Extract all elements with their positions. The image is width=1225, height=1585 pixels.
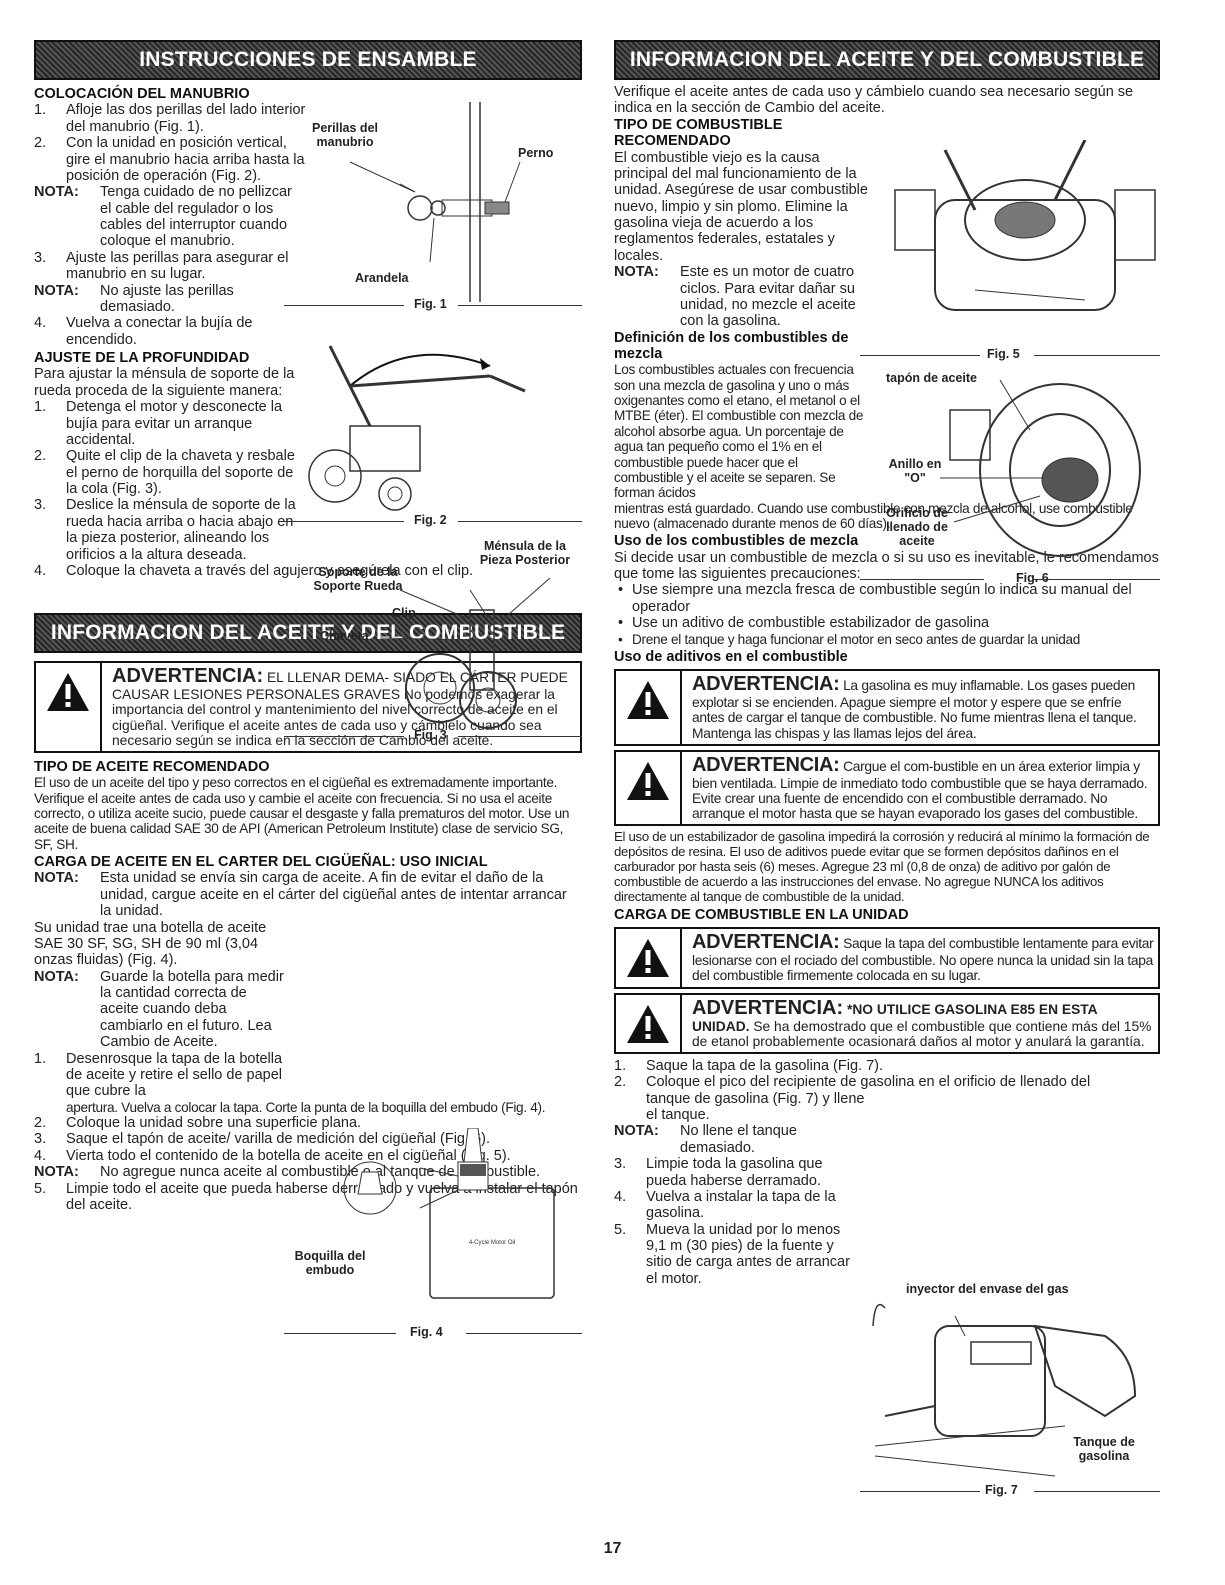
list-item: 1.Desenrosque la tapa de la botella de a…	[34, 1050, 283, 1100]
warning-triangle-icon	[627, 939, 669, 978]
left-column: INSTRUCCIONES DE ENSAMBLE COLOCACIÓN DEL…	[34, 40, 582, 1213]
warning-triangle-icon	[627, 1004, 669, 1043]
warning-triangle-icon	[627, 761, 669, 800]
handle-heading: COLOCACIÓN DEL MANUBRIO	[34, 86, 250, 102]
list-item: 4.Coloque la chaveta a través del agujer…	[34, 562, 474, 579]
warning-triangle-icon	[47, 673, 89, 712]
intro-text: Verifique el aceite antes de cada uso y …	[614, 84, 1134, 117]
wheel-bracket-figure	[380, 577, 551, 729]
funnel-label: Boquilla del embudo	[294, 1249, 366, 1277]
list-item: •Use siempre una mezcla fresca de combus…	[618, 582, 1132, 615]
warning-box: ADVERTENCIA: Cargue el com-bustible en u…	[614, 749, 1160, 827]
oil-fuel-banner-right: INFORMACION DEL ACEITE Y DEL COMBUSTIBLE	[614, 40, 1160, 80]
bottle-label-text: 4-Cycle Motor Oil	[469, 1240, 515, 1246]
list-item: 3.Limpie toda la gasolina que pueda habe…	[614, 1156, 823, 1189]
fig7-label: Fig. 7	[985, 1483, 1018, 1497]
additives-heading: Uso de aditivos en el combustible	[614, 648, 848, 665]
warning-triangle-icon	[627, 681, 669, 720]
note: NOTA:No ajuste las perillas demasiado.	[34, 282, 234, 315]
list-item: 5.Limpie todo el aceite que pueda habers…	[34, 1180, 578, 1213]
note: NOTA:Este es un motor de cuatro ciclos. …	[614, 264, 856, 330]
oil-fill-hole-figure	[940, 379, 1141, 557]
list-item: 1.Detenga el motor y desconecte la bujía…	[34, 399, 283, 448]
blend-def-heading: Definición de los combustibles de mezcla	[614, 329, 849, 362]
bottle-text: Su unidad trae una botella de aceite SAE…	[34, 919, 267, 969]
wheel-support-label: Soporte de la Soporte Rueda	[313, 565, 403, 593]
list-item: 3.Ajuste las perillas para asegurar el m…	[34, 249, 289, 283]
list-item-cont: tanque de gasolina (Fig. 7) y llene el t…	[646, 1090, 865, 1124]
tiller-handle-figure	[308, 345, 526, 511]
list-item-cont: apertura. Vuelva a colocar la tapa. Cort…	[66, 1099, 546, 1115]
gas-tank-label: Tanque de gasolina	[1073, 1435, 1135, 1463]
fig3-label: Fig. 3	[414, 728, 447, 742]
warning-box: ADVERTENCIA: EL LLENAR DEMA- SIADO EL CÁ…	[34, 661, 582, 753]
list-item: 4.Vierta todo el contenido de la botella…	[34, 1147, 511, 1164]
depth-intro: Para ajustar la ménsula de soporte de la…	[34, 366, 295, 399]
warning-box: ADVERTENCIA: Saque la tapa del combustib…	[614, 927, 1160, 989]
warning-box: ADVERTENCIA: La gasolina es muy inflamab…	[614, 669, 1160, 746]
list-item: 2.Con la unidad en posición vertical, gi…	[34, 135, 305, 184]
oil-fill-heading: CARGA DE ACEITE EN EL CARTER DEL CIGÜEÑA…	[34, 854, 488, 871]
list-item: 2.Coloque el pico del recipiente de gaso…	[614, 1074, 1091, 1091]
blend-def-text: Los combustibles actuales con frecuencia…	[614, 362, 864, 501]
blend-use-text: Si decide usar un combustible de mezcla …	[614, 549, 1159, 583]
oil-fill-hole-label: Orificio de llenado de aceite	[886, 506, 948, 548]
fig2-label: Fig. 2	[414, 513, 447, 527]
gas-nozzle-label: inyector del envase del gas	[906, 1282, 1069, 1296]
fuel-type-heading: TIPO DE COMBUSTIBLE RECOMENDADO	[614, 116, 783, 150]
clip-label: Clip	[392, 606, 416, 620]
list-item: 1.Saque la tapa de la gasolina (Fig. 7).	[614, 1057, 883, 1074]
note: NOTA:No llene el tanque demasiado.	[614, 1123, 797, 1156]
oil-type-text: El uso de un aceite del tipo y peso corr…	[34, 775, 570, 852]
list-item: 3.Deslice la ménsula de soporte de la ru…	[34, 497, 296, 563]
list-item: 5.Mueva la unidad por lo menos 9,1 m (30…	[614, 1221, 850, 1287]
fig1-label: Fig. 1	[414, 297, 447, 311]
fuel-type-text: El combustible viejo es la causa princip…	[614, 149, 868, 264]
right-column: INFORMACION DEL ACEITE Y DEL COMBUSTIBLE…	[614, 40, 1160, 1287]
oil-cap-label: tapón de aceite	[886, 371, 977, 385]
oil-bottle-figure: 4-Cycle Motor Oil	[343, 1128, 555, 1299]
fig4-label: Fig. 4	[410, 1325, 443, 1339]
note: NOTA:Tenga cuidado de no pellizcar el ca…	[34, 184, 292, 250]
assembly-banner: INSTRUCCIONES DE ENSAMBLE	[34, 40, 582, 80]
list-item: 1.Afloje las dos perillas del lado inter…	[34, 102, 306, 135]
note: NOTA:Esta unidad se envía sin carga de a…	[34, 870, 567, 920]
page-number: 17	[603, 1540, 622, 1557]
fig5-label: Fig. 5	[987, 347, 1020, 361]
list-item: •Drene el tanque y haga funcionar el mot…	[618, 631, 1081, 647]
gas-tank-fill-figure	[872, 1303, 1137, 1477]
list-item: •Use un aditivo de combustible estabiliz…	[618, 615, 990, 632]
knobs-label: Perillas del manubrio	[311, 121, 378, 149]
fig6-label: Fig. 6	[1016, 571, 1049, 585]
o-ring-label: Anillo en "O"	[888, 457, 942, 485]
depth-heading: AJUSTE DE LA PROFUNDIDAD	[34, 350, 250, 366]
note: NOTA:Guarde la botella para medir la can…	[34, 968, 284, 1051]
oil-fuel-banner: INFORMACION DEL ACEITE Y DEL COMBUSTIBLE	[34, 613, 582, 654]
additives-text: El uso de un estabilizador de gasolina i…	[614, 829, 1150, 904]
pin-label: Chaveta	[320, 629, 369, 643]
list-item: 2.Coloque la unidad sobre una superficie…	[34, 1115, 362, 1132]
bolt-label: Perno	[518, 146, 554, 160]
oil-type-heading: TIPO DE ACEITE RECOMENDADO	[34, 758, 270, 775]
rear-bracket-label: Ménsula de la Pieza Posterior	[479, 539, 571, 567]
fuel-fill-heading: CARGA DE COMBUSTIBLE EN LA UNIDAD	[614, 906, 909, 923]
handle-knob-figure	[349, 102, 521, 302]
note: NOTA:No agregue nunca aceite al combusti…	[34, 1164, 541, 1181]
warning-box: ADVERTENCIA: *NO UTILICE GASOLINA E85 EN…	[614, 992, 1160, 1054]
list-item: 2.Quite el clip de la chaveta y resbale …	[34, 448, 295, 497]
list-item: 4.Vuelva a instalar la tapa de la gasoli…	[614, 1188, 836, 1222]
blend-use-heading: Uso de los combustibles de mezcla	[614, 533, 859, 550]
list-item: 3.Saque el tapón de aceite/ varilla de m…	[34, 1131, 490, 1148]
list-item: 4.Vuelva a conectar la bujía de encendid…	[34, 315, 253, 348]
blend-def-text-cont: mientras está guardado. Cuando use combu…	[614, 500, 1133, 531]
washer-label: Arandela	[355, 271, 409, 285]
engine-oil-cap-figure	[894, 140, 1156, 311]
